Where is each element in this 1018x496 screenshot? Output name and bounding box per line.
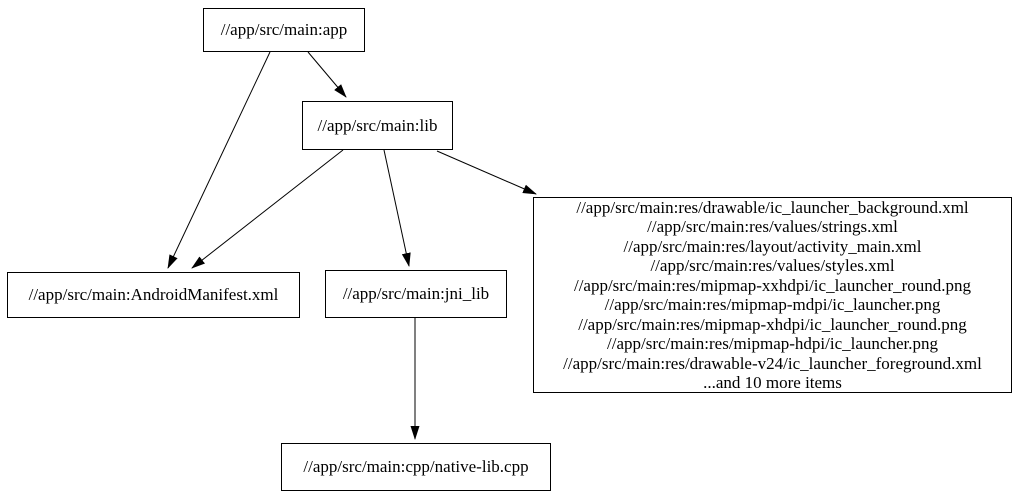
node-resources-group: //app/src/main:res/drawable/ic_launcher_…: [533, 197, 1012, 393]
edge-lib-to-jni-lib: [383, 149, 411, 267]
edge-app-to-manifest: [167, 51, 271, 269]
resource-item: //app/src/main:res/mipmap-mdpi/ic_launch…: [604, 295, 941, 314]
resource-item: //app/src/main:res/layout/activity_main.…: [623, 236, 922, 256]
resources-more-items-label: ...and 10 more items: [703, 373, 842, 392]
node-lib: //app/src/main:lib: [302, 101, 453, 150]
node-lib-label: //app/src/main:lib: [317, 115, 438, 135]
node-jni-lib-label: //app/src/main:jni_lib: [342, 284, 490, 304]
node-native-lib-cpp-label: //app/src/main:cpp/native-lib.cpp: [303, 457, 529, 477]
node-native-lib-cpp: //app/src/main:cpp/native-lib.cpp: [281, 443, 551, 491]
resource-item: //app/src/main:res/mipmap-hdpi/ic_launch…: [607, 334, 938, 353]
resource-item: //app/src/main:res/drawable-v24/ic_launc…: [563, 353, 982, 373]
resource-item: //app/src/main:res/mipmap-xxhdpi/ic_laun…: [573, 275, 972, 295]
resource-item: //app/src/main:res/drawable/ic_launcher_…: [576, 197, 969, 217]
node-app-label: //app/src/main:app: [220, 20, 348, 40]
node-android-manifest-label: //app/src/main:AndroidManifest.xml: [28, 285, 279, 305]
node-app: //app/src/main:app: [203, 8, 365, 52]
edge-lib-to-resources: [436, 150, 537, 195]
resource-item: //app/src/main:res/values/styles.xml: [650, 256, 895, 275]
edge-lib-to-manifest: [191, 149, 344, 269]
edge-app-to-lib: [307, 51, 347, 98]
node-jni-lib: //app/src/main:jni_lib: [325, 270, 507, 318]
resource-item: //app/src/main:res/values/strings.xml: [647, 217, 898, 236]
resource-item: //app/src/main:res/mipmap-xhdpi/ic_launc…: [578, 314, 967, 334]
node-android-manifest: //app/src/main:AndroidManifest.xml: [7, 272, 300, 318]
